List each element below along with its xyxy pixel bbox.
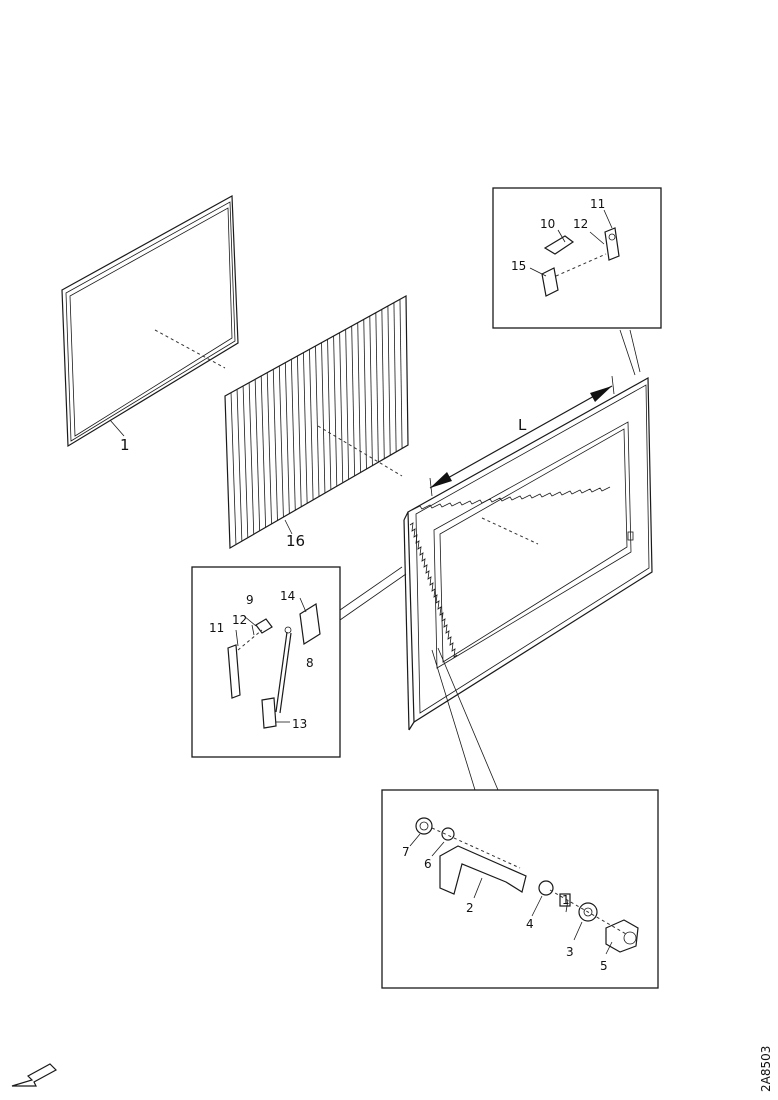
callout-1: 1 (120, 436, 130, 454)
leader-bottom-a (431, 649, 476, 791)
callout-tr-12: 12 (573, 217, 588, 231)
leader-mid-left-a (339, 566, 403, 611)
callout-tr-11: 11 (590, 197, 605, 211)
callout-br-6: 6 (424, 857, 432, 871)
callout-br-3: 3 (566, 945, 574, 959)
pleat-line (357, 322, 361, 473)
pleat-line (297, 355, 302, 507)
detail-box-top-right (492, 187, 662, 329)
pleat-line (333, 335, 338, 487)
seal-frame (61, 195, 239, 448)
pleat-line (351, 325, 355, 476)
pleat-line (242, 385, 249, 538)
pleat-line (254, 379, 261, 531)
pleat-line (284, 362, 290, 514)
pleat-line (303, 352, 308, 504)
pleat-line (399, 299, 403, 449)
detail-box-mid-left (191, 566, 341, 758)
arrow-direction-icon (11, 1063, 57, 1087)
detail-box-bottom (381, 789, 659, 989)
pleat-line (236, 389, 243, 542)
callout-tr-10: 10 (540, 217, 555, 231)
pleat-line (272, 369, 278, 521)
callout-ml-13: 13 (292, 717, 307, 731)
callout-tr-15: 15 (511, 259, 526, 273)
pleat-line (248, 382, 255, 535)
callout-br-4: 4 (526, 917, 534, 931)
pleat-line (230, 392, 237, 545)
leader-bottom-b (437, 647, 499, 791)
callout-16: 16 (286, 532, 305, 550)
pleat-line (266, 372, 272, 524)
callout-ml-9: 9 (246, 593, 254, 607)
pleat-line (393, 302, 397, 452)
window-assembly (403, 375, 653, 731)
pleat-line (309, 349, 314, 500)
pleat-line (290, 359, 296, 511)
callout-br-5: 5 (600, 959, 608, 973)
pleat-line (381, 309, 385, 459)
pleat-line (339, 332, 344, 483)
leader-top-right-a (619, 329, 636, 376)
callout-ml-8: 8 (306, 656, 314, 670)
callout-ml-11: 11 (209, 621, 224, 635)
pleat-line (345, 329, 350, 480)
pleat-line (260, 375, 266, 528)
pleat-line (369, 315, 373, 466)
pleat-line (278, 365, 284, 518)
pleat-line (321, 342, 326, 494)
pleat-line (375, 312, 379, 463)
leader-top-right-b (629, 329, 641, 373)
callout-br-7: 7 (402, 845, 410, 859)
pleat-line (387, 305, 391, 456)
pleat-line (363, 319, 367, 470)
callout-ml-14: 14 (280, 589, 295, 603)
dimension-label: L (518, 416, 527, 434)
leader-mid-left-b (339, 573, 407, 621)
callout-br-2: 2 (466, 901, 474, 915)
reference-code: 2A8503 (759, 1046, 773, 1092)
callout-ml-12: 12 (232, 613, 247, 627)
callout-br-1: 1 (562, 893, 570, 907)
pleat-line (315, 345, 320, 497)
pleated-panel (224, 294, 409, 550)
pleat-line (327, 339, 332, 490)
